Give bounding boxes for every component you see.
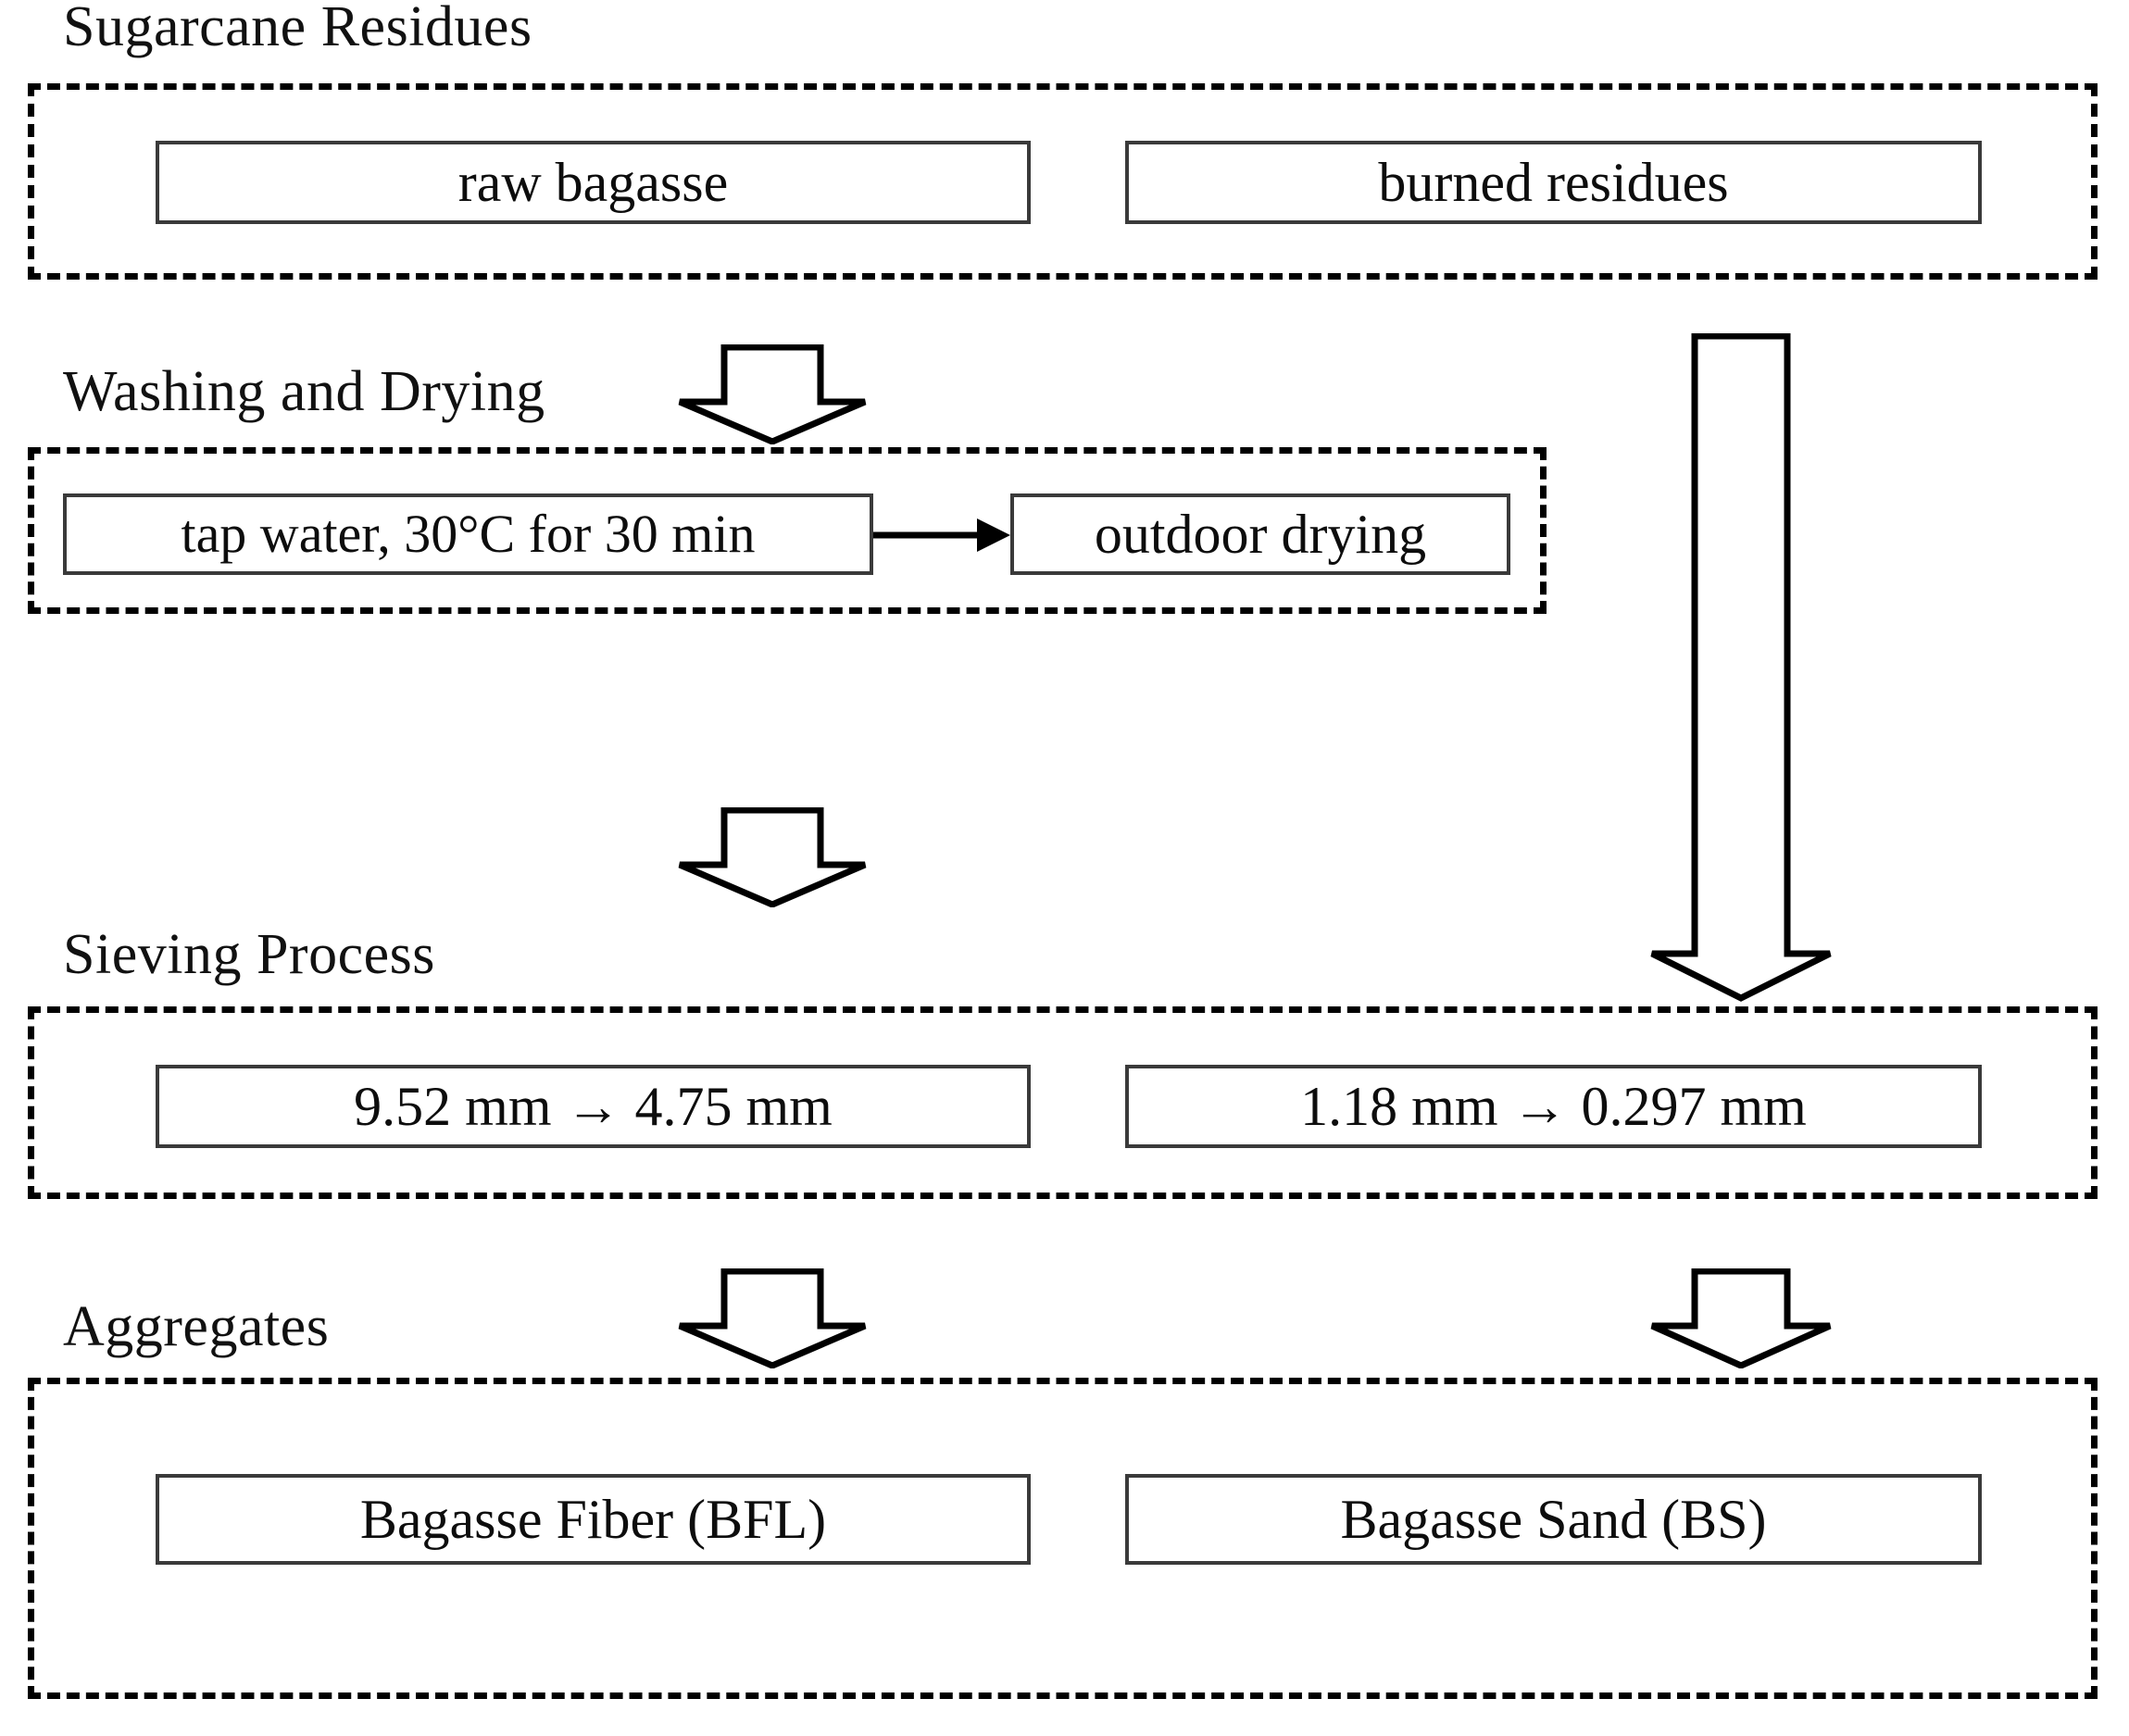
stage-label-washing-and-drying: Washing and Drying — [63, 360, 545, 423]
stage-box-washing-and-drying — [28, 447, 1547, 614]
block-down-arrow-long-icon — [1650, 333, 1832, 1002]
stage-label-aggregates: Aggregates — [63, 1295, 330, 1358]
stage-box-sieving-process — [28, 1006, 2098, 1199]
stage-box-sugarcane-residues — [28, 83, 2098, 280]
line-arrow-right-icon — [873, 518, 1010, 552]
arrow-raw-bagasse-to-washing — [674, 344, 870, 444]
arrow-burned-residues-to-sieving — [1647, 333, 1835, 1002]
arrow-tap-water-to-outdoor-drying — [873, 507, 1010, 563]
arrow-sieve-coarse-to-fiber — [674, 1268, 870, 1368]
item-box-outdoor-drying[interactable]: outdoor drying — [1010, 493, 1510, 575]
block-down-arrow-icon — [678, 344, 867, 444]
arrow-sieve-fine-to-sand — [1647, 1268, 1835, 1368]
item-box-burned-residues[interactable]: burned residues — [1125, 141, 1982, 224]
arrow-washing-to-sieving — [674, 807, 870, 907]
item-box-bagasse-fiber[interactable]: Bagasse Fiber (BFL) — [156, 1474, 1031, 1565]
item-box-sieve-coarse[interactable]: 9.52 mm → 4.75 mm — [156, 1065, 1031, 1148]
block-down-arrow-icon — [1650, 1268, 1832, 1368]
stage-label-sieving-process: Sieving Process — [63, 923, 435, 986]
item-box-tap-water[interactable]: tap water, 30°C for 30 min — [63, 493, 873, 575]
item-box-raw-bagasse[interactable]: raw bagasse — [156, 141, 1031, 224]
item-box-sieve-fine[interactable]: 1.18 mm → 0.297 mm — [1125, 1065, 1982, 1148]
stage-box-aggregates — [28, 1378, 2098, 1699]
block-down-arrow-icon — [678, 1268, 867, 1368]
block-down-arrow-icon — [678, 807, 867, 907]
stage-label-sugarcane-residues: Sugarcane Residues — [63, 0, 532, 58]
item-box-bagasse-sand[interactable]: Bagasse Sand (BS) — [1125, 1474, 1982, 1565]
